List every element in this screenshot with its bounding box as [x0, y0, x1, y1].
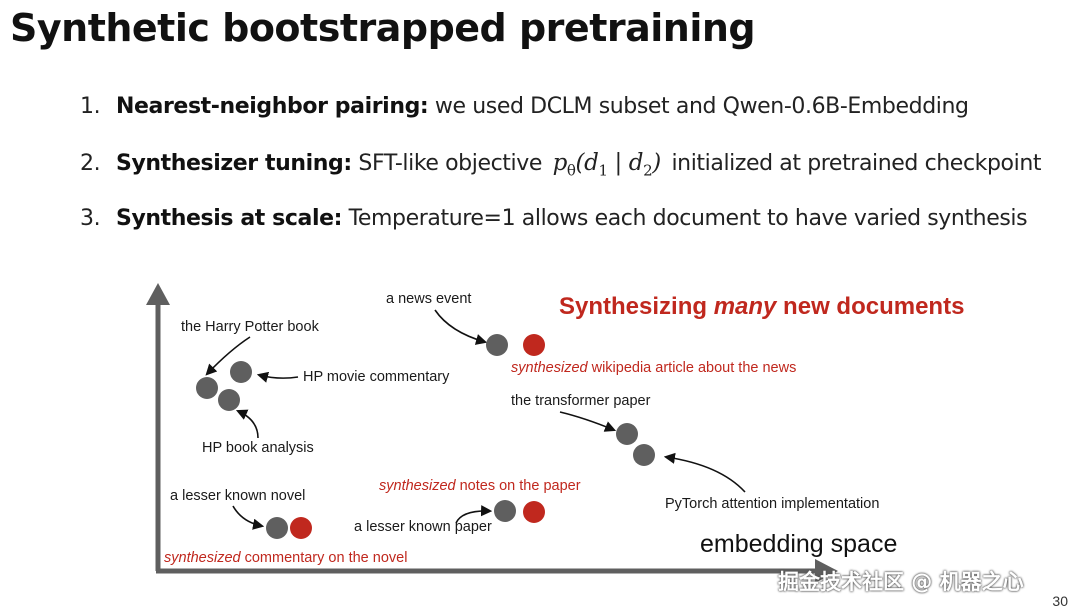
- diagram-title: Synthesizing many new documents: [559, 293, 964, 320]
- bullet-text: we used DCLM subset and Qwen-0.6B-Embedd…: [428, 94, 969, 119]
- bullet-text: SFT-like objective: [351, 151, 549, 176]
- label-news-event: a news event: [386, 291, 471, 307]
- bullet-2: 2. Synthesizer tuning: SFT-like objective…: [80, 146, 1070, 202]
- y-axis-arrowhead: [146, 283, 170, 305]
- bullet-number: 2.: [80, 151, 101, 176]
- label-hp-movie-commentary: HP movie commentary: [303, 369, 450, 385]
- doc-paper-synthetic: [523, 501, 545, 523]
- bullet-lead: Synthesizer tuning:: [116, 151, 352, 176]
- bullet-1: 1. Nearest-neighbor pairing: we used DCLM…: [80, 90, 1070, 146]
- watermark: 掘金技术社区 @ 机器之心: [778, 570, 1024, 594]
- doc-novel-synthetic: [290, 517, 312, 539]
- label-news-synthetic: synthesized wikipedia article about the …: [511, 360, 796, 376]
- label-harry-potter-book: the Harry Potter book: [181, 319, 320, 335]
- page-number: 30: [1052, 593, 1068, 609]
- x-axis-arrowhead: [815, 559, 838, 583]
- bullet-3: 3. Synthesis at scale: Temperature=1 allo…: [80, 202, 1070, 258]
- bullet-text: Temperature=1 allows each document to ha…: [342, 206, 1028, 231]
- doc-hp-movie: [230, 361, 252, 383]
- label-lesser-paper: a lesser known paper: [354, 519, 492, 535]
- doc-lesser-paper: [494, 500, 516, 522]
- doc-news-event: [486, 334, 508, 356]
- objective-formula: pθ(d1 | d2): [552, 150, 662, 180]
- doc-pytorch-attention: [633, 444, 655, 466]
- slide-title: Synthetic bootstrapped pretraining: [10, 6, 756, 50]
- doc-hp-analysis: [218, 389, 240, 411]
- arrow-transformer-paper: [559, 411, 617, 432]
- axis-label: embedding space: [700, 530, 897, 558]
- doc-news-synthetic: [523, 334, 545, 356]
- arrow-hp-analysis: [235, 409, 259, 439]
- bullet-list: 1. Nearest-neighbor pairing: we used DCLM…: [80, 90, 1070, 258]
- arrow-lesser-paper: [455, 505, 493, 524]
- doc-lesser-novel: [266, 517, 288, 539]
- arrow-hp-movie: [256, 371, 299, 383]
- bullet-lead: Nearest-neighbor pairing:: [116, 94, 429, 119]
- bullet-lead: Synthesis at scale:: [116, 206, 342, 231]
- label-lesser-novel: a lesser known novel: [170, 488, 305, 504]
- arrow-lesser-novel: [232, 505, 265, 530]
- arrow-news-event: [434, 309, 488, 345]
- label-novel-synthetic: synthesized commentary on the novel: [164, 550, 407, 566]
- doc-hp-book: [196, 377, 218, 399]
- label-transformer-paper: the transformer paper: [511, 393, 651, 409]
- label-pytorch-attention: PyTorch attention implementation: [665, 496, 879, 512]
- bullet-text-after: initialized at pretrained checkpoint: [664, 151, 1042, 176]
- arrow-pytorch-attention: [663, 452, 746, 493]
- arrow-harry-potter: [205, 336, 251, 376]
- label-paper-synthetic: synthesized notes on the paper: [379, 478, 581, 494]
- label-hp-book-analysis: HP book analysis: [202, 440, 314, 456]
- doc-transformer-paper: [616, 423, 638, 445]
- bullet-number: 3.: [80, 206, 101, 231]
- bullet-number: 1.: [80, 94, 101, 119]
